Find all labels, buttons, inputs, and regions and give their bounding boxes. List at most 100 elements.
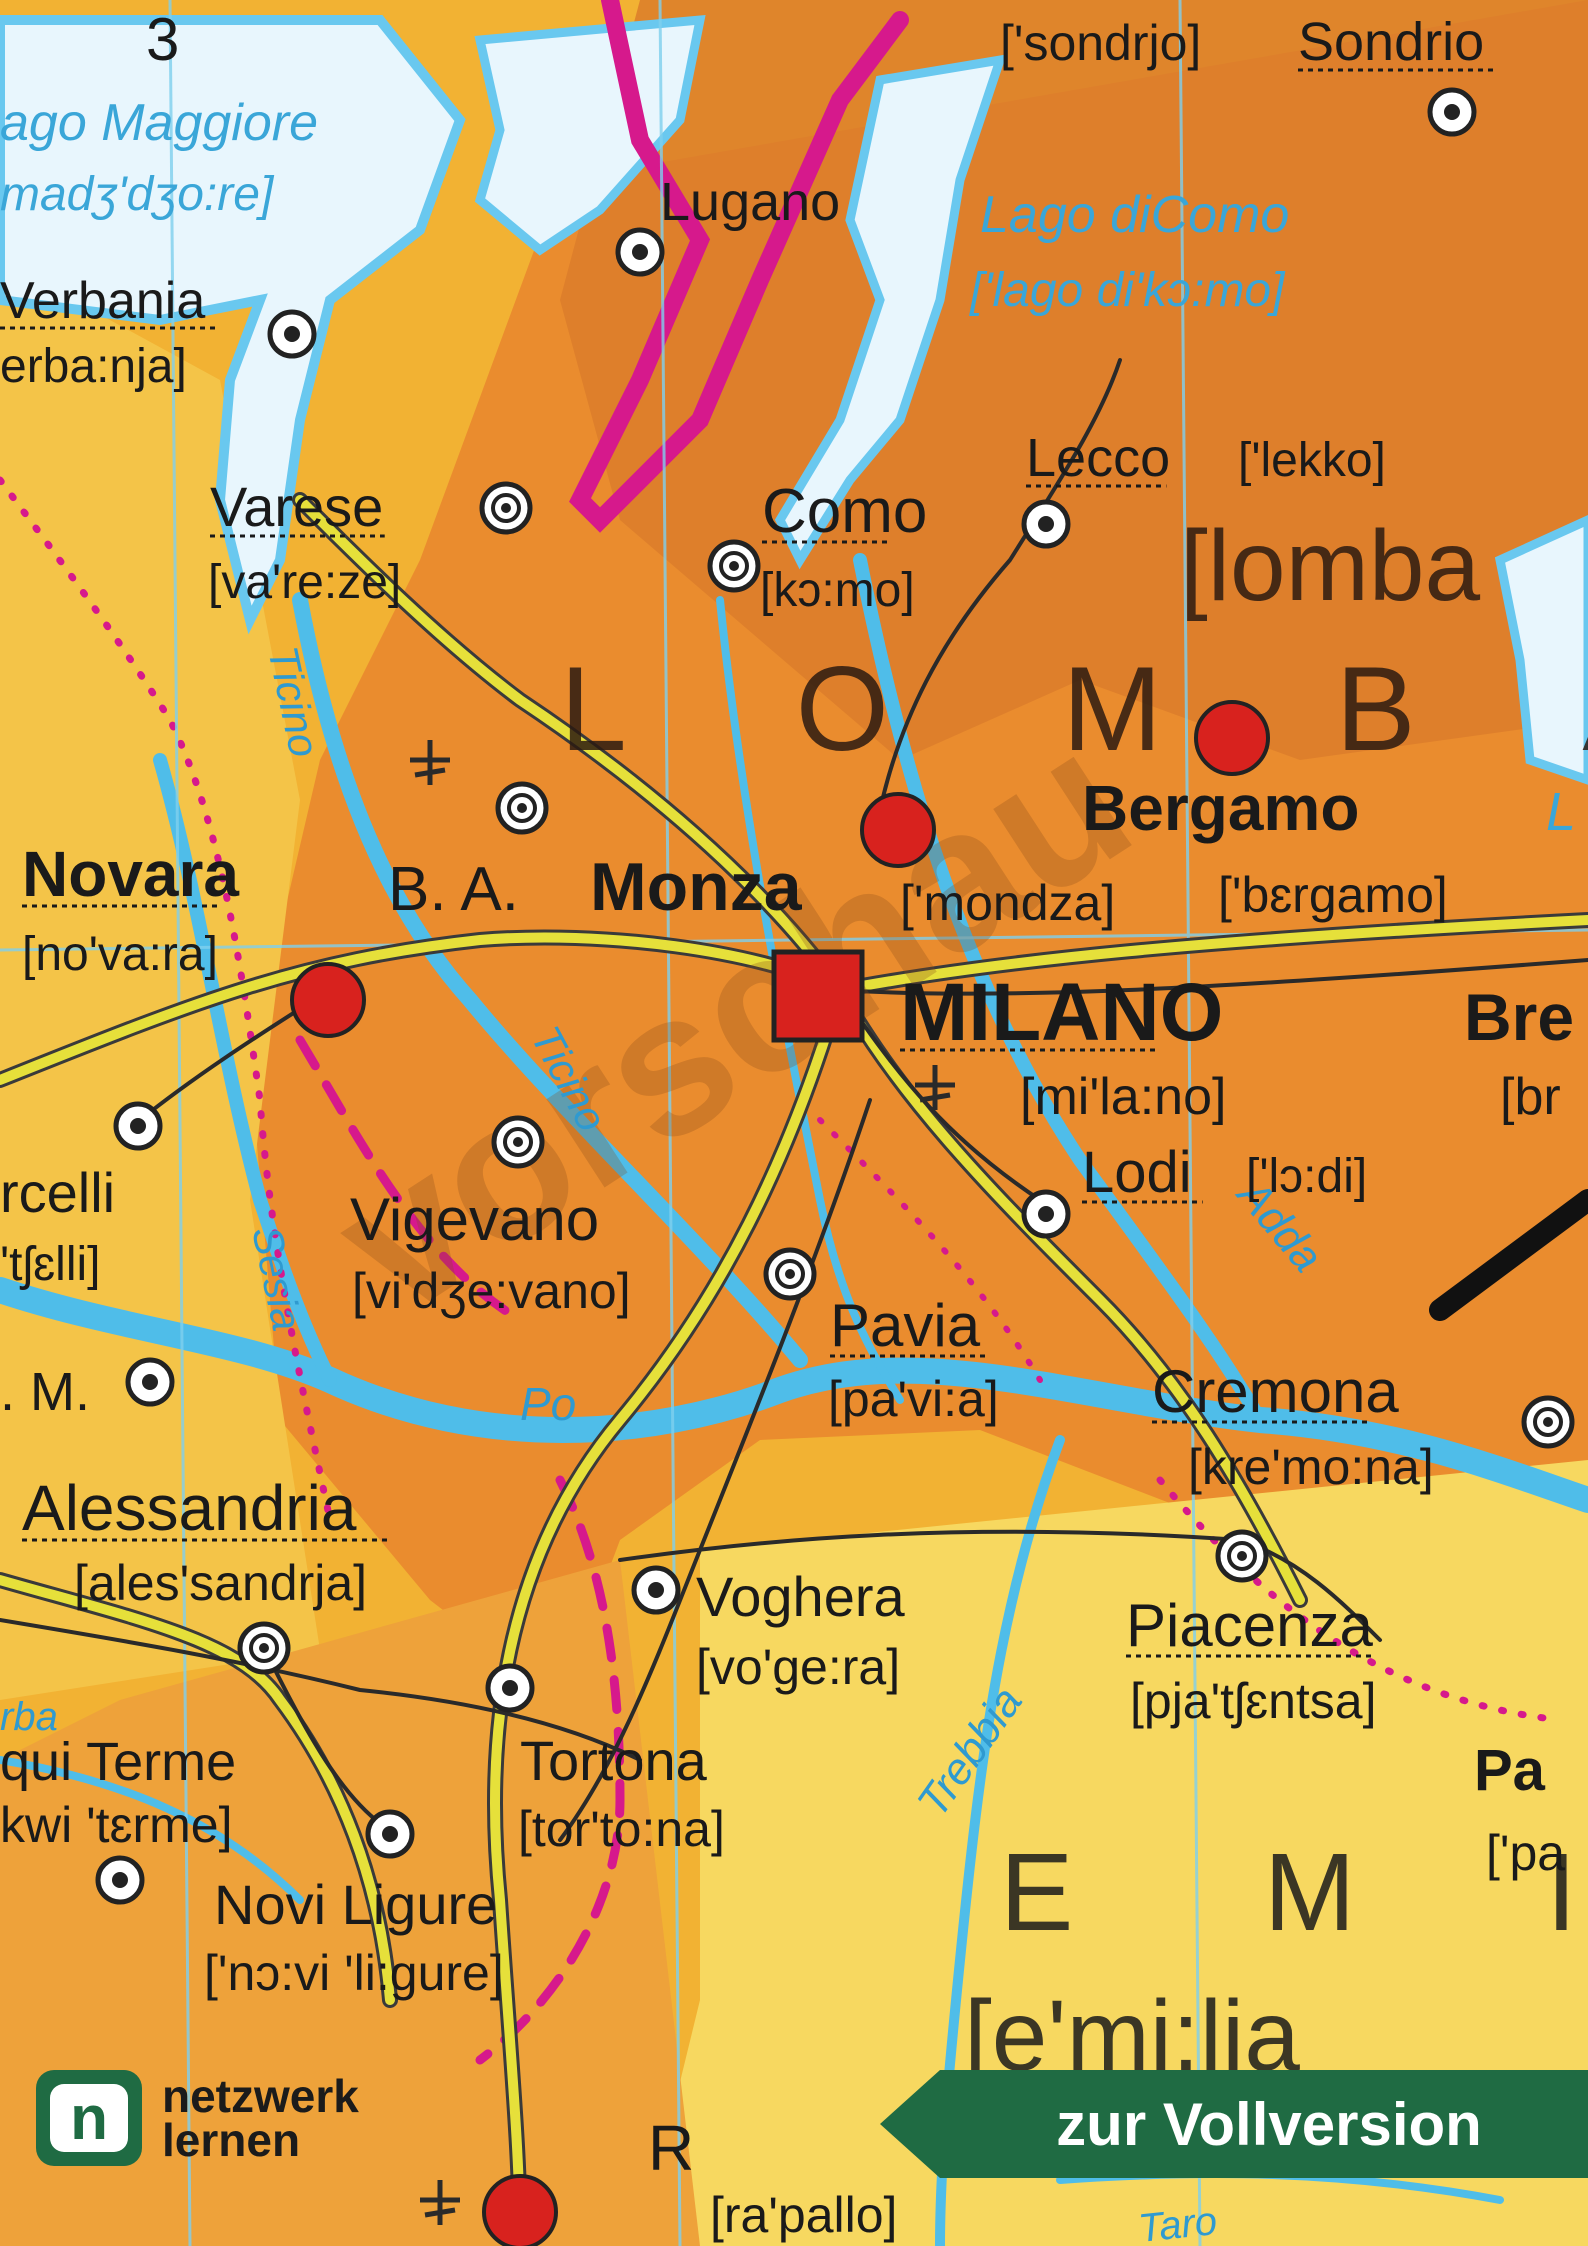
city-casale: . M. [0,1357,175,1422]
city-ipa-bergamo: ['bɛrgamo] [1218,867,1448,923]
edge-number-label: 3 [146,6,179,73]
city-como: Como [kɔ:mo] [707,477,927,617]
city-ipa-monza: ['mondza] [900,875,1115,931]
city-marker-monza [860,792,936,868]
city-busto: B. A. [388,781,549,924]
railway-8 [618,1529,1382,1642]
logo-icon: n [36,2070,142,2166]
city-cremona: Cremona[kre'mo:na] [1152,1358,1575,1495]
lake-name-como: Lago diComo [980,186,1289,244]
city-name-varese: Varese [210,475,383,538]
city-name-pavia: Pavia [830,1292,981,1359]
city-name-monza: Monza [590,849,803,925]
city-ipa-acqui: kwi 'tɛrme] [0,1797,232,1853]
city-ipa-brescia: [br [1500,1068,1561,1126]
region-name-lombardia: L O M B A R [560,642,1588,776]
city-lodi: Lodi ['lɔ:di] [1021,1140,1367,1239]
city-name-casale: . M. [0,1362,90,1422]
border-province-1 [295,1035,525,1325]
region-name-emilia: E M I L [1000,1831,1588,1954]
city-parma: Pa['pa [1474,1738,1565,1881]
airport-icon-genova [420,2180,460,2225]
river-name-po: Po [520,1378,576,1430]
city-name-tortona: Tortona [520,1729,708,1792]
lake-lugano [474,14,706,256]
city-marker-milano [771,949,865,1043]
city-name-brescia: Bre [1464,980,1574,1054]
city-ipa-vigevano: [vi'dʒe:vano] [352,1263,631,1319]
city-name-acqui: qui Terme [0,1732,236,1792]
lake-ipa-maggiore: madʒ'dʒo:re] [0,168,275,221]
logo-line-2: lernen [162,2114,301,2166]
river-orba [0,1756,304,1904]
city-name-novi: Novi Ligure [214,1873,497,1936]
logo-line-1: netzwerk [162,2070,359,2122]
city-ipa-lecco: ['lekko] [1238,434,1386,487]
city-ipa-novi: ['nɔ:vi 'li:gure] [204,1945,504,2001]
city-name-voghera: Voghera [696,1565,905,1628]
lake-maggiore [0,15,466,635]
logo-text: netzwerk lernen [162,2070,359,2166]
city-marker-bergamo [1194,700,1270,776]
city-vigevano: Vigevano [vi'dʒe:vano] [350,1115,631,1319]
city-ipa-varese: [va're:ze] [208,556,401,609]
city-name-busto: B. A. [388,855,519,924]
city-bergamo: Bergamo ['bɛrgamo] [1082,700,1448,923]
city-name-vercelli: rcelli [0,1161,115,1224]
border-region-west [0,476,334,1524]
airport-icon-malpensa [410,740,450,785]
city-ipa-piacenza: [pja'tʃɛntsa] [1130,1673,1376,1729]
city-name-vigevano: Vigevano [350,1186,599,1253]
river-sesia [153,753,337,1387]
city-ovada [95,1855,145,1905]
city-name-sondrio: Sondrio [1298,12,1484,72]
city-name-piacenza: Piacenza [1126,1592,1373,1659]
airport-icon-linate [915,1065,955,1110]
city-novi: Novi Ligure ['nɔ:vi 'li:gure] [204,1809,504,2001]
region-ipa-lombardia: [lomba [1180,510,1481,622]
grid-meridian-2 [658,0,682,2246]
river-po [0,1277,1588,1513]
border-national [569,0,909,533]
grid-meridian-1 [168,0,192,2246]
city-monza: Monza ['mondza] [590,792,1115,931]
city-voghera: Voghera [vo'ge:ra] [631,1565,905,1695]
railway-3 [838,958,1588,996]
netzwerk-lernen-logo[interactable]: n netzwerk lernen [36,2070,359,2166]
city-name-lecco: Lecco [1026,428,1170,488]
city-lugano: Lugano [615,172,840,277]
railway-2 [878,358,1122,812]
city-ipa-voghera: [vo'ge:ra] [696,1639,900,1695]
city-name-lodi: Lodi [1082,1140,1192,1205]
city-name-como: Como [762,477,927,546]
river-adda [853,553,1267,1427]
city-name-bergamo: Bergamo [1082,772,1359,844]
terrain-apennines [0,1560,700,2246]
city-vercelli: rcelli 'tʃɛlli] [0,1101,163,1291]
city-ipa-como: [kɔ:mo] [760,564,915,617]
airport-icons [410,740,955,2225]
city-ipa-lodi: ['lɔ:di] [1246,1150,1367,1203]
city-name-rapallo: R [648,2112,694,2184]
city-ipa-tortona: [tor'to:na] [518,1801,725,1857]
terrain-mountains [560,0,1588,760]
city-tortona: Tortona [tor'to:na] [485,1663,725,1857]
city-ipa-cremona: [kre'mo:na] [1188,1439,1434,1495]
border-region-south [475,1475,625,2065]
city-novara: Novara[no'va:ra] [22,838,366,1038]
full-version-button[interactable]: zur Vollversion [880,2070,1588,2178]
city-ipa-verbania: erba:nja] [0,340,187,393]
city-ipa-pavia: [pa'vi:a] [828,1371,999,1427]
city-ipa-novara: [no'va:ra] [22,928,218,981]
river-name-orba: rba [0,1695,58,1739]
city-sondrio: Sondrio['sondrjo] [1000,12,1495,137]
city-brescia: Bre [br [1464,980,1574,1126]
lake-ipa-como: ['lago di'kɔ:mo] [969,264,1286,317]
city-ipa-vercelli: 'tʃɛlli] [0,1238,101,1291]
city-ipa-rapallo: [ra'pallo] [710,2187,897,2243]
